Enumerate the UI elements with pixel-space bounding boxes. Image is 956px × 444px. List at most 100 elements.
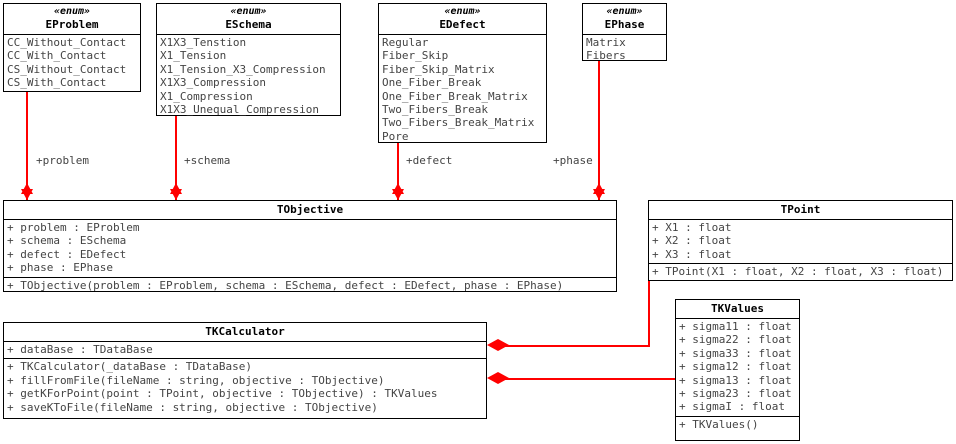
operations-compartment-tpoint: + TPoint(X1 : float, X2 : float, X3 : fl… (649, 264, 952, 280)
class-header-eproblem: «enum» EProblem (4, 4, 140, 35)
enum-value-row: X1_Tension_X3_Compression (160, 62, 326, 76)
enum-value-row: X1X3_Unequal_Compression (160, 103, 319, 117)
class-name-label: EDefect (439, 18, 486, 31)
enum-value-row: Matrix (586, 36, 626, 49)
stereotype-label: «enum» (606, 6, 643, 17)
association-label-problem: +problem (36, 154, 89, 167)
attribute-row: + defect : EDefect (7, 247, 127, 261)
attributes-compartment-tobjective: + problem : EProblem + schema : ESchema … (4, 220, 616, 278)
class-box-eschema[interactable]: «enum» ESchema X1X3_Tenstion X1_Tension … (156, 3, 341, 116)
class-box-tpoint[interactable]: TPoint + X1 : float + X2 : float + X3 : … (648, 200, 953, 281)
association-line-phase[interactable] (598, 61, 600, 200)
enum-value-row: CS_With_Contact (7, 76, 107, 90)
attribute-row: + sigma13 : float (679, 373, 792, 387)
enum-values-compartment-eproblem: CC_Without_Contact CC_With_Contact CS_Wi… (4, 35, 140, 92)
compartment-spacer (4, 292, 616, 303)
attribute-row: + sigma12 : float (679, 360, 792, 374)
association-line-point-horizontal[interactable] (498, 345, 650, 347)
enum-value-row: Fiber_Skip (382, 49, 449, 63)
operation-row: + TPoint(X1 : float, X2 : float, X3 : fl… (652, 265, 944, 279)
class-box-tobjective[interactable]: TObjective + problem : EProblem + schema… (3, 200, 617, 292)
attribute-row: + sigmaI : float (679, 400, 785, 414)
attributes-compartment-tkvalues: + sigma11 : float + sigma22 : float + si… (676, 319, 799, 417)
class-header-tobjective: TObjective (4, 201, 616, 220)
enum-values-compartment-ephase: Matrix Fibers (583, 35, 666, 65)
class-box-edefect[interactable]: «enum» EDefect Regular Fiber_Skip Fiber_… (378, 3, 547, 143)
stereotype-label: «enum» (230, 6, 267, 17)
operations-compartment-tkcalculator: + TKCalculator(_dataBase : TDataBase) + … (4, 359, 486, 427)
enum-value-row: CC_With_Contact (7, 49, 107, 63)
operation-row: + saveKToFile(fileName : string, objecti… (7, 400, 378, 414)
aggregation-diamond-defect (392, 183, 404, 200)
operation-row: + TKCalculator(_dataBase : TDataBase) (7, 360, 253, 374)
class-header-tkvalues: TKValues (676, 300, 799, 319)
class-name-label: TObjective (276, 203, 344, 216)
enum-value-row: Two_Fibers_Break (382, 103, 488, 117)
compartment-spacer (4, 414, 486, 425)
class-box-ephase[interactable]: «enum» EPhase Matrix Fibers (582, 3, 667, 62)
association-line-point-vertical[interactable] (648, 281, 650, 347)
enum-value-row: X1X3_Compression (160, 76, 266, 90)
operation-row: + TObjective(problem : EProblem, schema … (7, 278, 564, 292)
association-label-schema: +schema (184, 154, 231, 167)
enum-values-compartment-edefect: Regular Fiber_Skip Fiber_Skip_Matrix One… (379, 35, 546, 145)
enum-value-row: X1X3_Tenstion (160, 36, 247, 49)
class-name-label: TKValues (711, 302, 764, 315)
class-name-label: EPhase (604, 18, 645, 31)
attribute-row: + sigma11 : float (679, 320, 792, 333)
enum-value-row: Pore (382, 129, 409, 143)
class-name-label: TPoint (780, 203, 821, 216)
attribute-row: + problem : EProblem (7, 221, 140, 234)
enum-value-row: CC_Without_Contact (7, 36, 127, 49)
attribute-row: + schema : ESchema (7, 234, 127, 248)
attribute-row: + sigma22 : float (679, 333, 792, 347)
enum-value-row: Fiber_Skip_Matrix (382, 62, 495, 76)
aggregation-diamond-problem (21, 183, 33, 200)
operation-row: + getKForPoint(point : TPoint, objective… (7, 387, 438, 401)
operations-compartment-tkvalues: + TKValues() (676, 417, 799, 444)
attribute-row: + X1 : float (652, 221, 732, 234)
attribute-row: + sigma33 : float (679, 346, 792, 360)
operation-row: + fillFromFile(fileName : string, object… (7, 373, 385, 387)
operations-compartment-tobjective: + TObjective(problem : EProblem, schema … (4, 278, 616, 305)
enum-values-compartment-eschema: X1X3_Tenstion X1_Tension X1_Tension_X3_C… (157, 35, 340, 118)
class-box-eproblem[interactable]: «enum» EProblem CC_Without_Contact CC_Wi… (3, 3, 141, 92)
association-line-problem[interactable] (26, 92, 28, 200)
aggregation-diamond-schema (170, 183, 182, 200)
association-label-defect: +defect (406, 154, 453, 167)
class-name-label: EProblem (45, 18, 99, 31)
class-header-eschema: «enum» ESchema (157, 4, 340, 35)
stereotype-label: «enum» (53, 6, 91, 17)
attribute-row: + X3 : float (652, 247, 732, 261)
class-box-tkcalculator[interactable]: TKCalculator + dataBase : TDataBase + TK… (3, 322, 487, 419)
enum-value-row: Fibers (586, 49, 626, 63)
aggregation-diamond-kvalues (487, 372, 509, 384)
class-header-edefect: «enum» EDefect (379, 4, 546, 35)
aggregation-diamond-point (487, 339, 509, 351)
enum-value-row: X1_Compression (160, 89, 253, 103)
operation-row: + TKValues() (679, 417, 759, 431)
class-header-tpoint: TPoint (649, 201, 952, 220)
enum-value-row: One_Fiber_Break (382, 76, 482, 90)
association-line-defect[interactable] (397, 143, 399, 200)
class-header-tkcalculator: TKCalculator (4, 323, 486, 342)
class-box-tkvalues[interactable]: TKValues + sigma11 : float + sigma22 : f… (675, 299, 800, 441)
class-name-label: ESchema (225, 18, 272, 31)
attribute-row: + dataBase : TDataBase (7, 343, 153, 356)
aggregation-diamond-phase (593, 183, 605, 200)
class-name-label: TKCalculator (205, 325, 285, 338)
attributes-compartment-tkcalculator: + dataBase : TDataBase (4, 342, 486, 360)
attribute-row: + X2 : float (652, 234, 732, 248)
enum-value-row: One_Fiber_Break_Matrix (382, 89, 528, 103)
attributes-compartment-tpoint: + X1 : float + X2 : float + X3 : float (649, 220, 952, 265)
enum-value-row: Two_Fibers_Break_Matrix (382, 116, 535, 130)
compartment-spacer (676, 431, 799, 442)
stereotype-label: «enum» (444, 6, 481, 17)
association-label-phase: +phase (553, 154, 593, 167)
enum-value-row: Regular (382, 36, 429, 49)
association-line-schema[interactable] (175, 116, 177, 200)
class-header-ephase: «enum» EPhase (583, 4, 666, 35)
enum-value-row: CS_Without_Contact (7, 62, 127, 76)
association-line-kvalues-horizontal[interactable] (498, 378, 675, 380)
